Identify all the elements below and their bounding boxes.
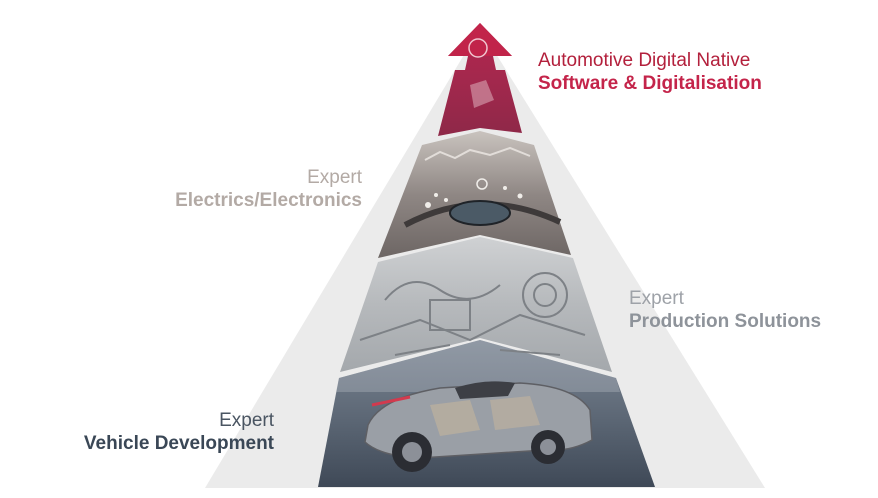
tier-software-digitalisation [438, 23, 522, 136]
tier-line2: Vehicle Development [83, 432, 274, 454]
tier-line2: Software & Digitalisation [538, 72, 762, 94]
tier-line1: Expert [307, 167, 362, 188]
label-vehicle-development: Expert Vehicle Development [84, 410, 274, 456]
label-electrics-electronics: Expert Electrics/Electronics [175, 167, 362, 213]
tier-line2: Electrics/Electronics [175, 189, 362, 211]
tier-vehicle-development [318, 340, 655, 487]
tier-production-solutions [340, 237, 612, 372]
tier-line2: Production Solutions [629, 310, 822, 332]
tier-line1: Automotive Digital Native [538, 50, 751, 71]
concept-car-icon [364, 381, 593, 472]
dashboard-cockpit-icon [403, 146, 562, 228]
tier-line1: Expert [219, 410, 274, 431]
label-software-digitalisation: Automotive Digital Native Software & Dig… [538, 50, 762, 96]
production-line-icon [359, 272, 586, 356]
tier-line1: Expert [629, 288, 684, 309]
tier-electrics-electronics [378, 131, 571, 258]
label-production-solutions: Expert Production Solutions [629, 288, 821, 334]
